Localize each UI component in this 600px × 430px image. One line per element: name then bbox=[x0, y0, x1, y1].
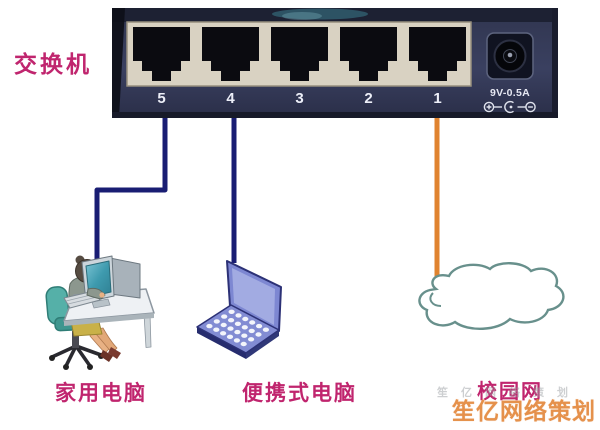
reflection-highlight-small bbox=[282, 12, 322, 20]
cable-port5-to-home-pc bbox=[94, 112, 168, 259]
port-4-jack bbox=[202, 27, 259, 81]
home-pc-label: 家用电脑 bbox=[55, 382, 147, 405]
power-rating-label: 9V-0.5A bbox=[490, 87, 530, 99]
switch-device: 5 4 3 2 1 bbox=[112, 8, 558, 118]
port-3-number: 3 bbox=[295, 90, 303, 107]
power-jack: 9V-0.5A bbox=[483, 32, 536, 114]
port-3: 3 bbox=[271, 27, 328, 107]
port-1: 1 bbox=[409, 27, 466, 107]
polarity-icon bbox=[483, 100, 536, 114]
cloud-icon bbox=[418, 262, 565, 330]
person-shoe bbox=[100, 350, 113, 362]
laptop-illustration bbox=[196, 260, 282, 359]
port-4-number: 4 bbox=[226, 90, 235, 107]
port-2-jack bbox=[340, 27, 397, 81]
port-2-number: 2 bbox=[364, 90, 372, 107]
switch-left-edge bbox=[112, 8, 125, 118]
reflection-highlight bbox=[272, 8, 368, 20]
laptop-right-edge bbox=[246, 330, 279, 359]
switch-bottom-edge bbox=[112, 112, 558, 118]
switch-label: 交换机 bbox=[14, 51, 92, 77]
port-5: 5 bbox=[133, 27, 190, 107]
chair-star-base bbox=[51, 344, 102, 368]
port-1-jack bbox=[409, 27, 466, 81]
campus-network-label: 校园网 bbox=[477, 381, 543, 403]
laptop-screen bbox=[232, 268, 275, 325]
switch-right-edge bbox=[552, 8, 558, 118]
laptop-deck bbox=[196, 304, 280, 354]
port-5-jack bbox=[133, 27, 190, 81]
cables bbox=[94, 112, 440, 289]
rj45-ports: 5 4 3 2 1 bbox=[133, 27, 466, 107]
power-jack-pin bbox=[507, 52, 513, 58]
port-4: 4 bbox=[202, 27, 259, 107]
laptop-front-edge bbox=[197, 327, 246, 359]
laptop-label: 便携式电脑 bbox=[242, 382, 357, 405]
cloud-outline bbox=[418, 262, 565, 330]
person-hand bbox=[99, 292, 105, 298]
port-3-jack bbox=[271, 27, 328, 81]
port-5-number: 5 bbox=[157, 90, 165, 107]
chair-pole bbox=[72, 331, 79, 348]
home-pc-illustration bbox=[45, 255, 155, 370]
port-2: 2 bbox=[340, 27, 397, 107]
port-1-number: 1 bbox=[433, 90, 441, 107]
watermark: 笙亿网络策划 bbox=[452, 398, 596, 424]
cloud-curl bbox=[429, 292, 442, 307]
watermark-ghost: 笙亿网络策划 bbox=[437, 387, 581, 399]
person-shoe-2 bbox=[108, 347, 121, 359]
monitor-back bbox=[109, 257, 141, 299]
desk-edge bbox=[64, 313, 154, 326]
laptop-keys bbox=[206, 309, 269, 347]
